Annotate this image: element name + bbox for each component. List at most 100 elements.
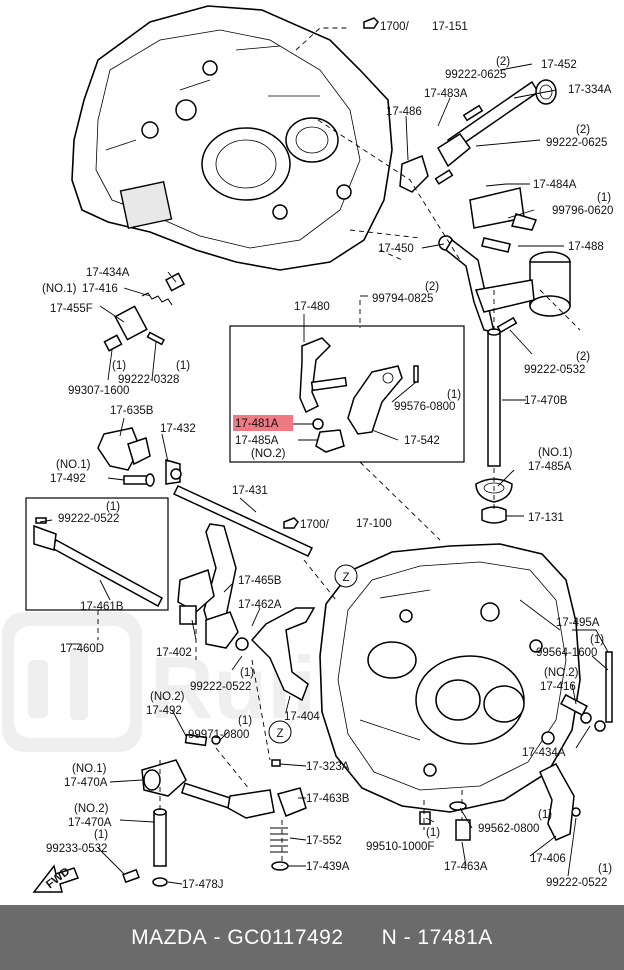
callout-labels: 1700/ 17-151 17-452 (2) 99222-0625 17-33… (42, 21, 613, 891)
shift-parts-lower-left (32, 733, 307, 893)
label-17-481A: 17-481A (235, 418, 279, 430)
qty-99971-0800: (1) (238, 715, 252, 727)
qty-99222-0522b: (1) (240, 667, 254, 679)
qty-99222-0522a: (1) (106, 501, 120, 513)
label-99222-0522a: 99222-0522 (58, 513, 119, 525)
label-17-492-top-prefix: (NO.1) (56, 459, 91, 471)
shift-rod-17-431 (172, 485, 314, 557)
leader-lines (39, 63, 609, 885)
ref-17-100: 17-100 (356, 518, 392, 530)
svg-text:Z: Z (276, 728, 283, 740)
qty-99796-0620: (1) (597, 192, 611, 204)
label-99796-0620: 99796-0620 (552, 205, 613, 217)
label-17-416-top-prefix: (NO.1) (42, 283, 77, 295)
label-17-470A-b-prefix: (NO.2) (74, 803, 109, 815)
shift-fork-17-465B (177, 523, 237, 626)
label-99222-0328: 99222-0328 (118, 374, 179, 386)
label-17-470B: 17-470B (524, 395, 568, 407)
label-17-431: 17-431 (232, 485, 268, 497)
label-99562-0800: 99562-0800 (478, 823, 539, 835)
label-17-492-bot: 17-492 (146, 705, 182, 717)
qty-99576-0800: (1) (447, 389, 461, 401)
footer-make: MAZDA (131, 925, 208, 949)
label-17-485A-box: 17-485A (235, 435, 279, 447)
z-marker-case: Z (334, 564, 358, 588)
select-parts-mid-left (97, 427, 182, 487)
footer-part-code: GC0117492 (227, 925, 344, 949)
label-99576-0800: 99576-0800 (394, 401, 455, 413)
exploded-view-drawing: Rulim (2, 5, 613, 893)
label-17-492-bot-prefix: (NO.2) (150, 691, 185, 703)
shift-parts-right (419, 651, 613, 841)
z-marker-lever: Z (268, 720, 292, 744)
label-17-470A-a-prefix: (NO.1) (72, 763, 107, 775)
qty-99510-1000F: (1) (426, 827, 440, 839)
label-17-323A: 17-323A (306, 761, 350, 773)
label-17-434A-top: 17-434A (86, 267, 130, 279)
label-99222-0522b: 99222-0522 (190, 681, 251, 693)
label-17-486: 17-486 (386, 106, 422, 118)
qty-99564-1600: (1) (590, 634, 604, 646)
label-17-463A: 17-463A (444, 861, 488, 873)
svg-text:Z: Z (342, 572, 349, 584)
label-17-488: 17-488 (568, 241, 604, 253)
qty-99794-0825: (2) (425, 281, 439, 293)
label-17-404: 17-404 (284, 711, 320, 723)
qty-99222-0625b: (2) (576, 124, 590, 136)
qty-99233-0532: (1) (94, 829, 108, 841)
ref-17-151: 17-151 (432, 21, 468, 33)
label-99564-1600: 99564-1600 (536, 647, 597, 659)
label-17-402: 17-402 (156, 647, 192, 659)
qty-99307-1600: (1) (112, 360, 126, 372)
part-number-footer: MAZDA - GC0117492 N - 17481A (0, 905, 624, 970)
ref-1700-top: 1700/ (380, 21, 410, 33)
label-17-452: 17-452 (541, 59, 577, 71)
label-17-485A-right: 17-485A (528, 461, 572, 473)
label-17-434A-right: 17-434A (522, 747, 566, 759)
label-17-416-right: 17-416 (540, 681, 576, 693)
label-99307-1600: 99307-1600 (68, 385, 129, 397)
shift-fork-17-404 (250, 607, 316, 702)
qty-99222-0532a: (2) (576, 351, 590, 363)
label-17-552: 17-552 (306, 835, 342, 847)
shift-fork-17-462A (205, 611, 249, 651)
label-17-439A: 17-439A (306, 861, 350, 873)
label-17-480: 17-480 (294, 301, 330, 313)
label-17-485A-right-prefix: (NO.1) (538, 447, 573, 459)
label-99222-0625a: 99222-0625 (445, 69, 506, 81)
highlight-17-481A (233, 415, 293, 431)
label-17-131: 17-131 (528, 512, 564, 524)
detent-parts-left (103, 272, 186, 352)
label-17-470A-b: 17-470A (68, 817, 112, 829)
label-17-635B: 17-635B (110, 405, 154, 417)
fwd-arrow-icon (32, 864, 79, 893)
label-17-416-right-prefix: (NO.2) (544, 667, 579, 679)
label-17-495A: 17-495A (556, 617, 600, 629)
label-17-463B: 17-463B (306, 793, 350, 805)
label-99794-0825: 99794-0825 (372, 293, 433, 305)
label-17-450: 17-450 (378, 243, 414, 255)
label-17-478J: 17-478J (182, 879, 224, 891)
shift-rod-box-17-460D (25, 497, 169, 611)
label-99222-0625b: 99222-0625 (546, 137, 607, 149)
label-17-455F: 17-455F (50, 303, 93, 315)
label-99222-0522c: 99222-0522 (546, 877, 607, 889)
label-17-406: 17-406 (530, 853, 566, 865)
label-99233-0532: 99233-0532 (46, 843, 107, 855)
label-17-334A: 17-334A (568, 84, 612, 96)
label-99222-0532a: 99222-0532 (524, 364, 585, 376)
label-17-416-top: 17-416 (82, 283, 118, 295)
label-17-461B: 17-461B (80, 601, 124, 613)
ref-1700-mid: 1700/ (300, 519, 330, 531)
qty-99562-0800: (1) (538, 809, 552, 821)
parts-diagram: Rulim (2, 5, 613, 893)
reference-lines (97, 27, 581, 866)
clutch-housing (71, 5, 393, 271)
label-99971-0800: 99971-0800 (188, 729, 249, 741)
qty-99222-0625a: (2) (496, 56, 510, 68)
label-17-492-top: 17-492 (50, 473, 86, 485)
label-17-484A: 17-484A (533, 179, 577, 191)
qty-99222-0522c: (1) (598, 863, 612, 875)
footer-suffix: N (381, 925, 398, 949)
label-17-432: 17-432 (160, 423, 196, 435)
